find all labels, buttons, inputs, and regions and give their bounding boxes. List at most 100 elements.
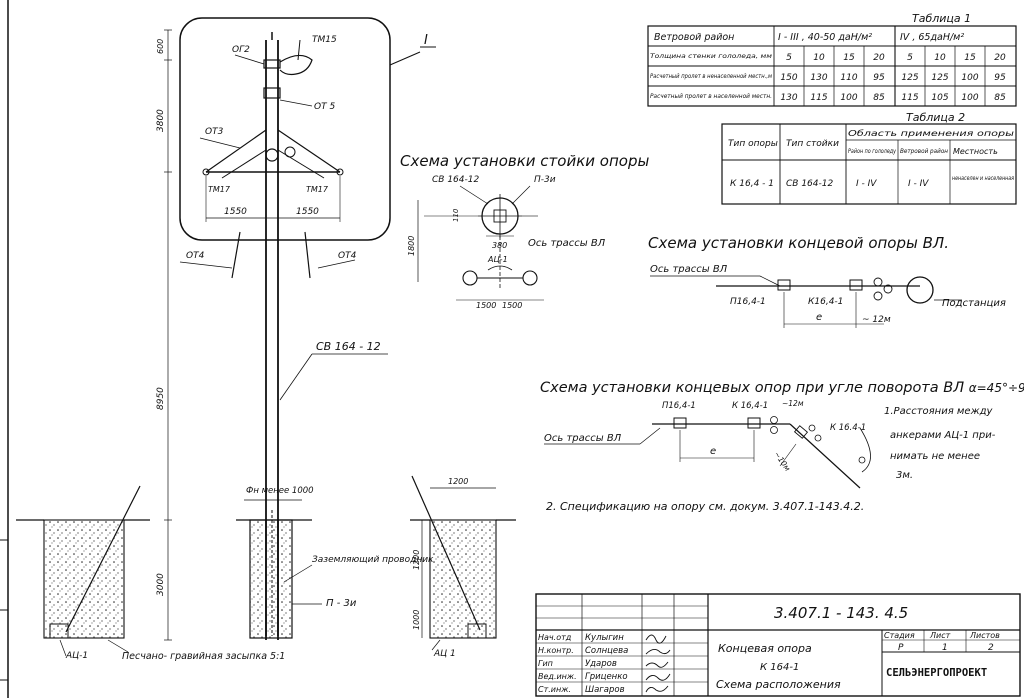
dim-3800: 3800 [156,109,166,132]
stamp-sheet: 1 [942,643,948,653]
dim-e-angle: е [710,446,716,457]
label-ot3: ОТ3 [205,127,224,137]
label-ats1-plan: АЦ-1 [487,255,508,264]
stamp-stage: Р [898,643,904,653]
table2-title: Таблица 2 [906,111,965,124]
label-backfill: Песчано- гравийная засыпка 5:1 [122,651,285,662]
stamp-name: Шагаров [585,685,625,695]
substation-symbol [906,276,934,304]
stamp-name: Ударов [585,659,617,669]
stamp-name: Солнцева [585,646,628,656]
scheme-end-pole: Схема установки концевой опоры ВЛ. Ось т… [648,234,1006,328]
stamp-title-line: К 164-1 [760,662,799,673]
t1-row-label: Толщина стенки гололеда, мм [650,53,773,60]
stamp-title-line: Концевая опора [718,642,812,655]
label-ot4-left: ОТ4 [186,251,205,261]
dim-12m-angle: ~12м [782,399,804,408]
table-1: Таблица 1 Ветровой район I - III , 40-50… [647,12,1017,107]
t1-cell: 95 [994,73,1006,83]
t1-cell: 5 [907,53,913,63]
t1-cell: 15 [843,53,855,63]
stamp-role: Гип [538,659,553,668]
stamp-sheets-header: Листов [969,631,1000,640]
label-ground-wire: Заземляющий проводник [312,555,434,565]
label-axis-end: Ось трассы ВЛ [650,264,728,275]
stamp-role: Ст.инж. [538,685,571,694]
scheme-end-title: Схема установки концевой опоры ВЛ. [648,234,949,252]
t2-sub-ice: Район по гололеду [848,148,896,155]
dim-1200-top: 1200 [448,477,468,486]
signature [645,661,669,668]
sheet-frame [0,0,9,698]
dim-110: 110 [452,208,460,222]
t2-cell-wind: I - IV [908,179,929,189]
t1-cell: 15 [964,53,976,63]
label-p16-angle: П16,4-1 [662,401,696,411]
dim-1800: 1800 [407,236,416,256]
t1-cell: 20 [873,53,885,63]
t2-sub-wind: Ветровой район [900,148,948,155]
scheme-stand-title: Схема установки стойки опоры [400,152,649,170]
t1-row-label: Расчетный пролет в населенной местн. [650,93,772,100]
signature [645,673,671,681]
scheme-angle-title: Схема установки концевых опор при угле п… [540,380,1024,396]
dim-1000: 1000 [412,610,421,630]
t2-cell-terrain: ненаселен и населенная [952,174,1014,182]
t2-cell-type: К 16,4 - 1 [730,179,774,189]
t1-cell: 20 [994,53,1006,63]
signature [645,649,671,655]
foundation-pit [249,519,293,639]
label-ats1-right: АЦ 1 [433,649,456,659]
label-fn: Фн менее 1000 [246,486,314,496]
t2-cell-stand: СВ 164-12 [786,179,833,189]
dim-3000: 3000 [156,573,166,596]
t1-cell: 125 [901,73,918,83]
label-p3i-plan: П-3и [534,175,556,185]
label-p16-end: П16,4-1 [730,297,766,307]
label-ot4-right: ОТ4 [338,251,357,261]
t1-cell: 105 [931,93,948,103]
dim-8950: 8950 [156,387,166,410]
right-anchor-pit [429,519,497,639]
label-tm15: ТМ15 [312,35,337,45]
t2-col-type: Тип опоры [728,139,778,149]
callout-label: I [424,33,428,48]
label-sv: СВ 164-12 [432,175,479,185]
dim-1200-side: 1200 [412,550,421,570]
t2-cell-ice: I - IV [856,179,877,189]
angle-note-2: анкерами АЦ-1 при- [890,430,996,441]
label-tm17-right: ТМ17 [306,185,329,194]
t1-cell: 5 [786,53,792,63]
signature [645,685,669,693]
doc-code: 3.407.1 - 143. 4.5 [774,604,908,622]
stamp-role: Нач.отд [538,633,572,642]
t1-cell: 100 [840,93,857,103]
label-substation: Подстанция [942,298,1006,309]
dim-1550-left: 1550 [224,207,247,217]
left-anchor-pit [43,519,125,639]
label-k16-angle-b: К 16.4-1 [830,423,866,433]
dim-600: 600 [156,39,165,54]
table-2: Таблица 2 Тип опоры Тип стойки Область п… [721,111,1017,205]
dim-12m-end: ~ 12м [862,315,891,325]
scheme-angle: Схема установки концевых опор при угле п… [540,380,1024,489]
label-tm17-left: ТМ17 [208,185,231,194]
t1-cell: 95 [873,73,885,83]
t1-cell: 115 [901,93,918,103]
t1-cell: 10 [813,53,825,63]
title-block: 3.407.1 - 143. 4.5 Нач.отд Н.контр. Гип … [535,593,1021,697]
angle-value: α=45°÷90° [969,381,1024,395]
spec-note: 2. Спецификацию на опору см. докум. 3.40… [546,500,864,513]
label-og2: ОГ2 [232,45,250,55]
t1-row-label: Расчетный пролет в ненаселенной местн.,м [650,73,772,80]
t1-cell: 100 [961,73,978,83]
t1-header-zone-a: I - III , 40-50 даН/м² [778,32,872,43]
stamp-name: Гриценко [585,672,628,682]
label-stand: СВ 164 - 12 [316,340,381,353]
dim-1550-right: 1550 [296,207,319,217]
t1-header-zone-b: IV , 65даН/м² [900,32,964,43]
label-ot5: ОТ 5 [314,102,335,112]
stamp-title-line: Схема расположения [716,678,841,691]
t2-col-stand: Тип стойки [786,139,839,149]
dim-1500-left: 1500 [476,301,496,310]
